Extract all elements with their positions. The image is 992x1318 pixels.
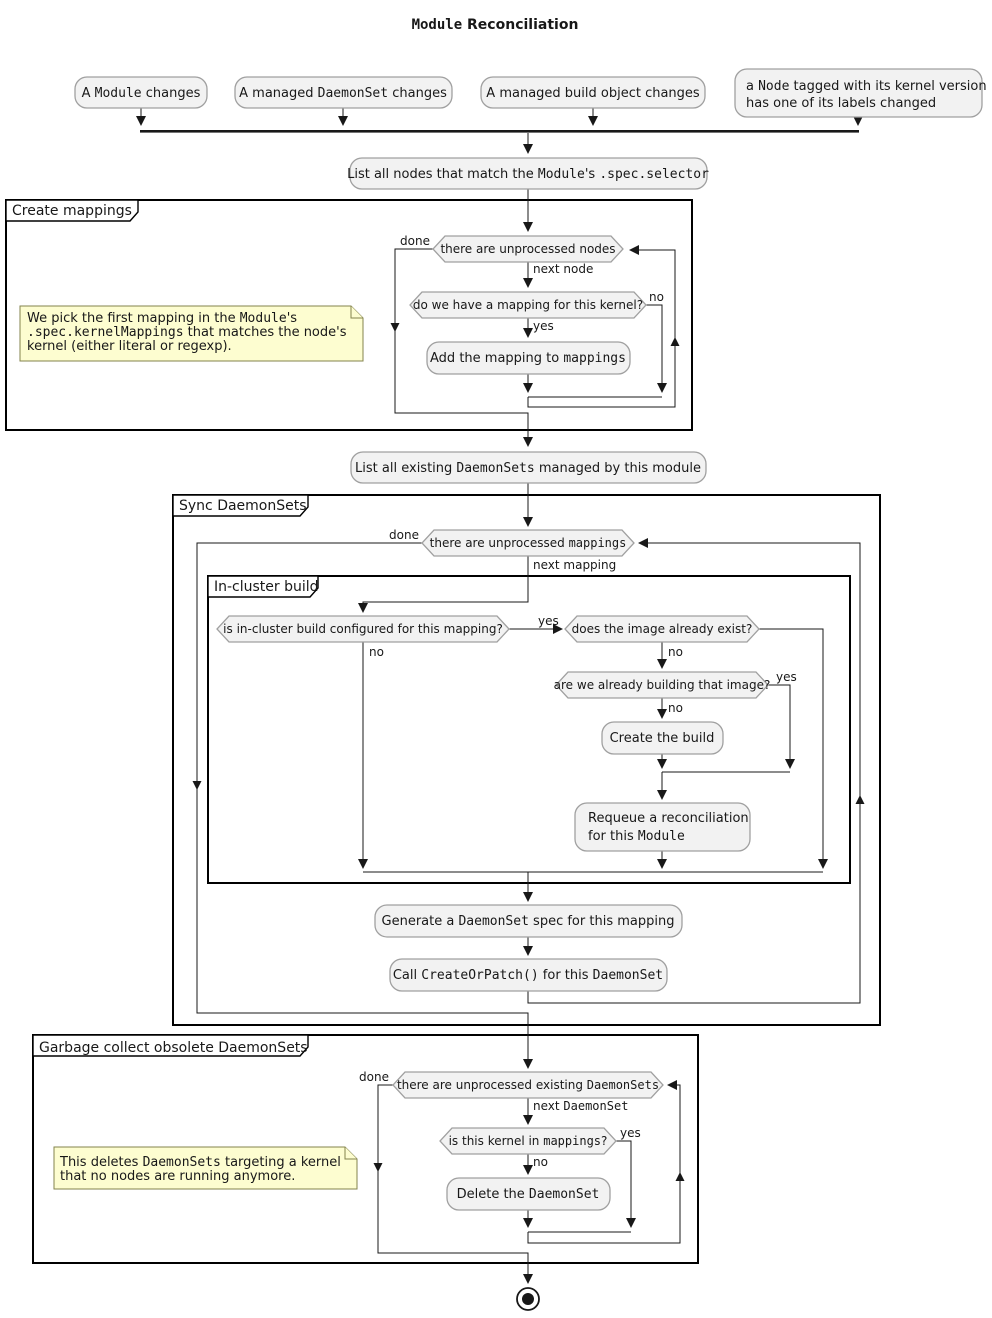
- edge-label-yes: yes: [538, 614, 559, 628]
- decision-unprocessed-nodes: [432, 235, 624, 263]
- activity-generate-spec: [374, 904, 683, 938]
- start-event-build-object-changes-label: A managed build object changes: [486, 86, 700, 101]
- activity-requeue-line1: Requeue a reconciliation: [588, 811, 749, 826]
- edge-label-no: no: [668, 645, 683, 659]
- activity-list-matching-nodes-label: List all nodes that match the Module's .…: [347, 167, 709, 182]
- edge-label-done: done: [389, 528, 419, 542]
- start-event-build-object-changes: [480, 76, 706, 109]
- flow-edges: [136, 108, 865, 1284]
- activity-add-mapping: [426, 341, 631, 375]
- activity-create-build-label: Create the build: [610, 731, 715, 746]
- partition-in-cluster-build: [207, 575, 851, 884]
- flow-edge-loopback: [527, 538, 861, 1004]
- note-deletes-daemonsets-line1: This deletes DaemonSets targeting a kern…: [59, 1155, 341, 1170]
- activity-create-or-patch-label: Call CreateOrPatch() for this DaemonSet: [393, 968, 663, 983]
- edge-label-no: no: [668, 701, 683, 715]
- arrowhead-down: [390, 323, 400, 332]
- edge-label-done: done: [359, 1070, 389, 1084]
- partition-create-mappings: [5, 199, 693, 431]
- decision-mapping-for-kernel-label: do we have a mapping for this kernel?: [413, 298, 643, 312]
- edge-label-yes: yes: [776, 670, 797, 684]
- activity-requeue-reconciliation: [574, 802, 751, 852]
- decision-unprocessed-mappings: [421, 529, 635, 557]
- partition-sync-daemonsets: [172, 494, 881, 1026]
- flow-edge-yes: [616, 1140, 636, 1228]
- flow-edge-yes: [768, 684, 795, 769]
- start-event-daemonset-changes-label: A managed DaemonSet changes: [239, 86, 447, 101]
- decision-image-already-exists-label: does the image already exist?: [572, 622, 753, 636]
- note-pick-first-mapping: [19, 305, 364, 362]
- edge-label-no: no: [369, 645, 384, 659]
- flow-edge-loopback: [527, 1080, 681, 1244]
- decision-mapping-for-kernel: [409, 291, 647, 319]
- activity-list-existing-daemonsets: [350, 451, 707, 484]
- activity-create-or-patch: [389, 958, 668, 992]
- activity-add-mapping-label: Add the mapping to mappings: [430, 351, 626, 366]
- start-event-daemonset-changes: [234, 76, 453, 109]
- partition-garbage-collect-title: Garbage collect obsolete DaemonSets: [39, 1040, 308, 1056]
- activity-list-existing-daemonsets-label: List all existing DaemonSets managed by …: [355, 461, 701, 476]
- flow-edge-next-mapping: [358, 556, 529, 613]
- arrowhead-up: [670, 337, 680, 346]
- edge-label-next-daemonset: next DaemonSet: [533, 1099, 628, 1113]
- arrowhead-up: [675, 1172, 685, 1181]
- note-deletes-daemonsets-line2: that no nodes are running anymore.: [60, 1169, 295, 1184]
- note-pick-first-mapping-line3: kernel (either literal or regexp).: [27, 339, 232, 354]
- decision-unprocessed-existing-daemonsets-label: there are unprocessed existing DaemonSet…: [397, 1078, 659, 1092]
- flow-edge: [759, 628, 828, 869]
- arrowhead-up: [855, 795, 865, 804]
- start-event-module-changes-label: A Module changes: [82, 86, 201, 101]
- flow-edge-loopback: [527, 245, 676, 408]
- partition-sync-daemonsets-title: Sync DaemonSets: [179, 498, 307, 514]
- activity-delete-daemonset: [446, 1177, 611, 1211]
- edge-label-next-mapping: next mapping: [533, 558, 616, 572]
- activity-delete-daemonset-label: Delete the DaemonSet: [457, 1187, 600, 1202]
- decision-kernel-in-mappings-label: is this kernel in mappings?: [449, 1134, 608, 1148]
- edge-label-yes: yes: [620, 1126, 641, 1140]
- flow-edge-done-mappings: [196, 542, 533, 1069]
- flow-edge-done-nodes: [394, 248, 533, 447]
- partition-create-mappings-title: Create mappings: [12, 203, 132, 219]
- decision-unprocessed-mappings-label: there are unprocessed mappings: [430, 536, 627, 550]
- edge-label-next-node: next node: [533, 262, 593, 276]
- decision-in-cluster-build-configured-label: is in-cluster build configured for this …: [223, 622, 503, 636]
- flow-edge-done-daemonsets: [377, 1084, 533, 1284]
- activity-list-matching-nodes: [349, 157, 708, 190]
- diagram-title: Module Reconciliation: [412, 17, 579, 33]
- note-deletes-daemonsets: [53, 1146, 358, 1190]
- start-event-node-label-changed-line1: a Node tagged with its kernel version: [746, 79, 987, 94]
- join-bar: [140, 130, 859, 133]
- end-node: [516, 1287, 540, 1311]
- flow-edge-no: [646, 304, 667, 393]
- decision-already-building-image-label: are we already building that image?: [554, 678, 771, 692]
- start-event-node-label-changed-line2: has one of its labels changed: [746, 96, 936, 111]
- decision-image-already-exists: [564, 615, 760, 643]
- start-event-node-label-changed: [734, 68, 983, 118]
- edge-label-yes: yes: [533, 319, 554, 333]
- edge-label-done: done: [400, 234, 430, 248]
- decision-in-cluster-build-configured: [216, 615, 510, 643]
- note-pick-first-mapping-line2: .spec.kernelMappings that matches the no…: [27, 325, 347, 340]
- activity-requeue-line2: for this Module: [588, 829, 685, 844]
- decision-already-building-image: [555, 671, 769, 699]
- decision-unprocessed-existing-daemonsets: [392, 1071, 664, 1099]
- partition-in-cluster-build-title: In-cluster build: [214, 579, 319, 595]
- start-event-module-changes: [74, 76, 208, 109]
- arrowhead-down: [192, 781, 202, 790]
- decision-unprocessed-nodes-label: there are unprocessed nodes: [440, 242, 615, 256]
- edge-label-no: no: [649, 290, 664, 304]
- activity-generate-spec-label: Generate a DaemonSet spec for this mappi…: [382, 914, 675, 929]
- activity-create-build: [601, 721, 724, 755]
- edge-label-no: no: [533, 1155, 548, 1169]
- note-pick-first-mapping-line1: We pick the first mapping in the Module'…: [27, 311, 297, 326]
- decision-kernel-in-mappings: [439, 1127, 617, 1155]
- partition-garbage-collect: [32, 1034, 699, 1264]
- arrowhead-down: [373, 1163, 383, 1172]
